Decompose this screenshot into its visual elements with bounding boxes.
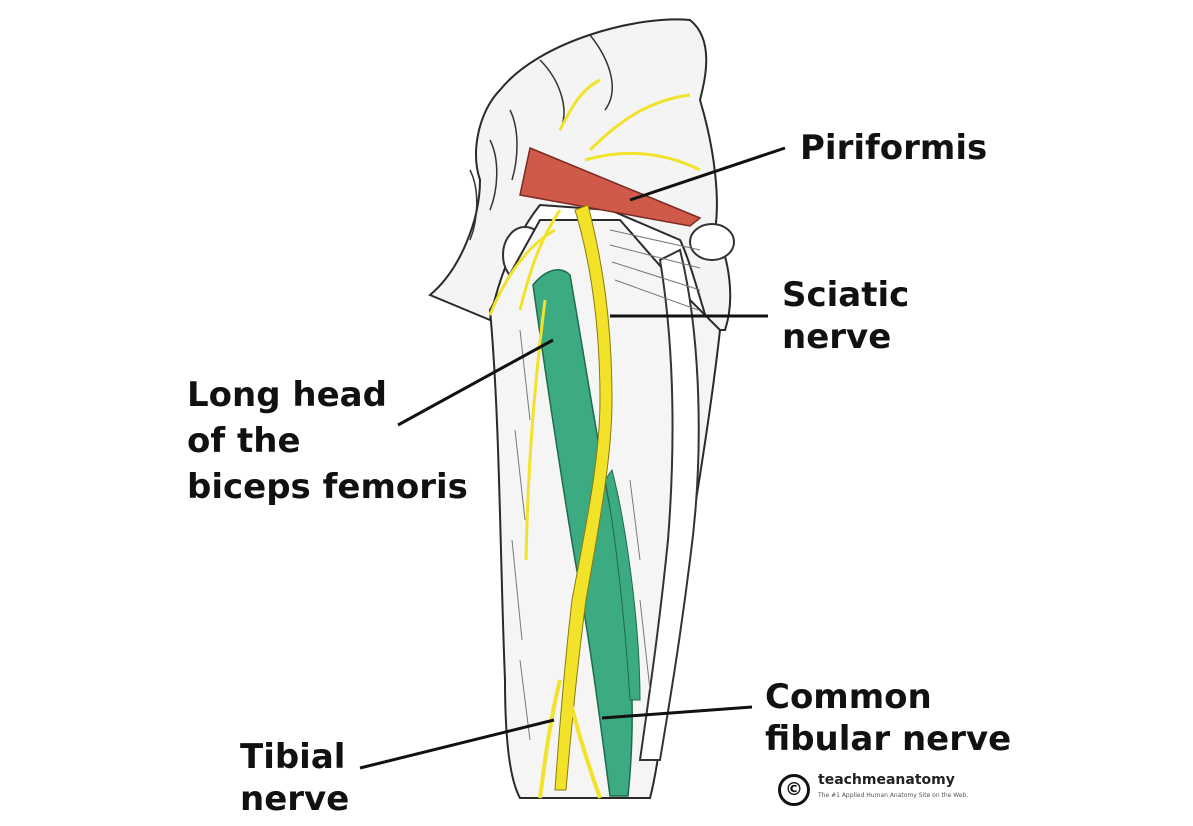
leader-piriformis [629, 146, 786, 202]
copyright-icon: © [778, 774, 810, 806]
label-common-fibular-nerve: Common fibular nerve [765, 676, 1011, 760]
sciatic-nerve [554, 204, 613, 791]
biceps-femoris-long-head [532, 269, 633, 797]
label-piriformis-text: Piriformis [800, 128, 988, 168]
label-piriformis: Piriformis [800, 127, 987, 169]
femur-shaft [638, 248, 700, 761]
label-long-head-line1: Long head [187, 375, 387, 415]
label-long-head-line2: of the [187, 421, 301, 461]
label-long-head-biceps: Long head of the biceps femoris [187, 372, 468, 510]
label-tibial-nerve: Tibial nerve [240, 736, 349, 820]
label-tibial-line2: nerve [240, 779, 350, 819]
watermark: © teachmeanatomy The #1 Applied Human An… [778, 772, 998, 808]
leader-common-fibular [601, 705, 753, 720]
sacrum-ridges [469, 34, 613, 241]
watermark-tagline: The #1 Applied Human Anatomy Site on the… [818, 792, 969, 799]
greater-trochanter [689, 223, 735, 261]
label-tibial-line1: Tibial [240, 737, 346, 777]
tibial-nerve-branch [538, 679, 602, 799]
leader-long-head [397, 338, 554, 427]
label-sciatic-line2: nerve [782, 317, 892, 357]
watermark-brand: teachmeanatomy [818, 772, 955, 788]
muscle-hatching [511, 229, 701, 741]
leader-tibial [359, 718, 555, 770]
label-sciatic-nerve: Sciatic nerve [782, 274, 909, 358]
gluteal-nerve-branches [488, 78, 701, 316]
label-long-head-line3: biceps femoris [187, 467, 468, 507]
label-sciatic-line1: Sciatic [782, 275, 910, 315]
label-common-line1: Common [765, 677, 932, 717]
label-common-line2: fibular nerve [765, 719, 1012, 759]
posterior-cutaneous-nerve [524, 299, 547, 561]
biceps-femoris-short-head [604, 468, 641, 701]
